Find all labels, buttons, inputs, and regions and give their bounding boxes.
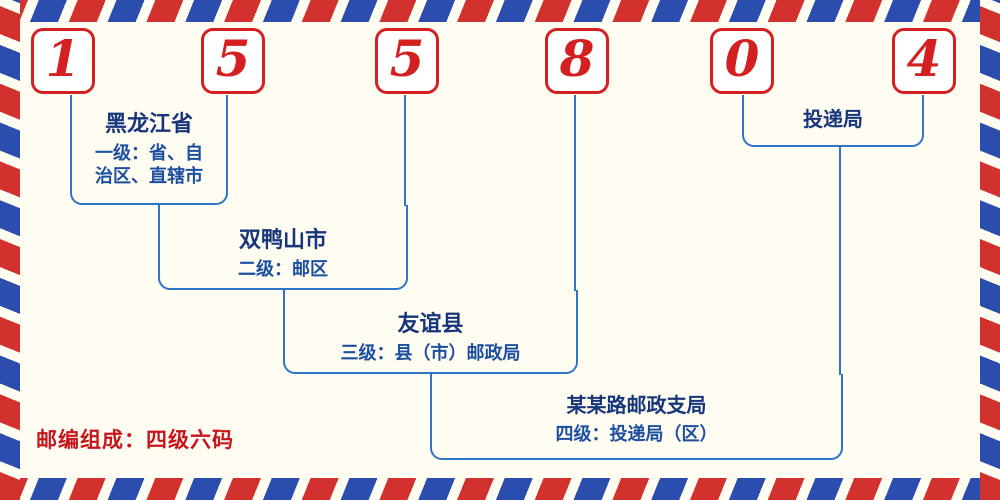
airmail-border-right (980, 0, 1000, 500)
level1-name: 黑龙江省 (104, 111, 193, 136)
level3-desc: 三级：县（市）邮政局 (340, 342, 521, 363)
level1-desc: 一级：省、自 治区、直辖市 (95, 142, 203, 186)
digit-box-2: 5 (201, 28, 265, 94)
airmail-border-left (0, 0, 20, 500)
digit-6: 4 (906, 29, 942, 88)
digit-2: 5 (215, 29, 251, 88)
digit-box-1: 1 (31, 28, 95, 94)
digit-3: 5 (389, 29, 425, 88)
level2-desc: 二级：邮区 (238, 258, 328, 279)
level4-connector-line (839, 147, 841, 375)
delivery-label: 投递局 (742, 108, 924, 133)
level2-name: 双鸭山市 (238, 227, 327, 252)
level1-bracket (70, 95, 228, 205)
digit-box-5: 0 (710, 28, 774, 94)
airmail-border-top (0, 0, 1000, 22)
level2-bracket (158, 205, 408, 290)
level1-label: 黑龙江省 一级：省、自 治区、直辖市 (70, 110, 228, 188)
delivery-bracket (742, 95, 924, 147)
level3-label: 友谊县 三级：县（市）邮政局 (283, 310, 578, 365)
delivery-name: 投递局 (803, 109, 863, 131)
composition-note: 邮编组成：四级六码 (36, 429, 234, 452)
level2-connector-line (404, 95, 406, 206)
digit-1: 1 (45, 29, 81, 88)
airmail-border-bottom (0, 478, 1000, 500)
digit-box-3: 5 (375, 28, 439, 94)
level3-connector-line (574, 95, 576, 291)
level4-desc: 四级：投递局（区） (555, 424, 718, 444)
digit-box-4: 8 (545, 28, 609, 94)
level3-name: 友谊县 (397, 311, 464, 336)
level4-bracket (430, 374, 843, 460)
level2-label: 双鸭山市 二级：邮区 (158, 226, 408, 281)
level4-name: 某某路邮政支局 (566, 395, 707, 417)
digit-4: 8 (559, 29, 595, 88)
level4-label: 某某路邮政支局 四级：投递局（区） (430, 394, 843, 446)
level3-bracket (283, 290, 578, 374)
digit-box-6: 4 (892, 28, 956, 94)
digit-5: 0 (724, 29, 760, 88)
